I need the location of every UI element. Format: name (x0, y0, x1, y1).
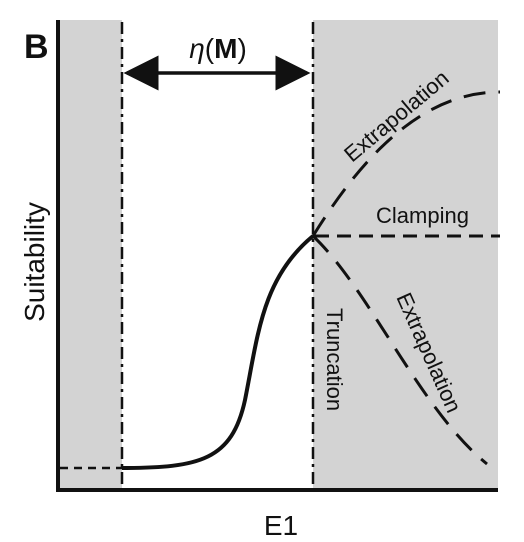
right-shaded-region (313, 20, 498, 490)
response-curve (121, 234, 315, 470)
truncation-label: Truncation (322, 308, 347, 411)
panel-label: B (24, 28, 49, 66)
eta-close-paren: ) (237, 33, 246, 64)
eta-label: η(M) (189, 33, 247, 64)
left-shaded-region (58, 20, 122, 490)
eta-argument: M (214, 33, 237, 64)
eta-open-paren: ( (205, 33, 215, 64)
x-axis-label: E1 (264, 510, 298, 541)
eta-symbol: η (189, 33, 205, 64)
clamping-label: Clamping (376, 203, 469, 228)
y-axis-label: Suitability (19, 202, 50, 322)
upper-extrapolation-curve (311, 90, 501, 237)
lower-extrapolation-curve (311, 234, 488, 466)
